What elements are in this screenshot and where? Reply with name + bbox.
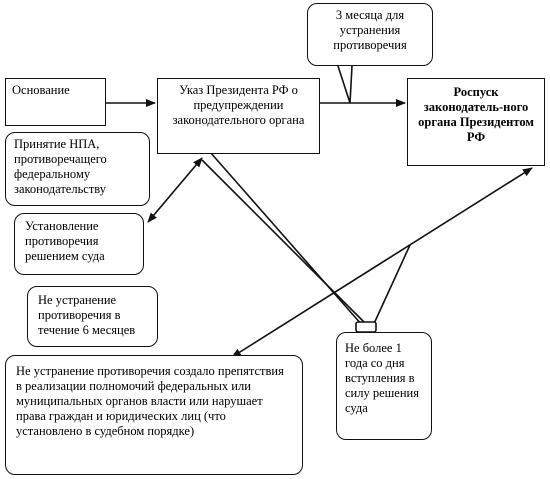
node-npa: Принятие НПА, противоречащего федерально… [5,132,150,206]
node-court: Установление противоречия решением суда [14,213,144,275]
line-decree-to-one-year-b [201,159,373,331]
line-decree-to-one-year-a [209,151,363,326]
node-one-year: Не более 1 года со дня вступления в силу… [336,332,432,440]
node-three-months-label: 3 месяца для устранения противоречия [333,8,407,52]
node-decree-label: Указ Президента РФ о предупреждении зако… [172,83,305,127]
node-six-months: Не устранение противоречия в течение 6 м… [27,286,158,347]
node-npa-label: Принятие НПА, противоречащего федерально… [14,137,107,196]
node-decree: Указ Президента РФ о предупреждении зако… [157,78,320,154]
node-obstacle: Не устранение противоречия создало препя… [5,355,303,475]
arrow-decree-court [147,157,203,223]
node-dissolution-label: Роспуск законодатель-ного органа Президе… [418,85,534,144]
node-basis: Основание [5,78,106,126]
callout-three-months-pointer [337,65,353,104]
node-basis-label: Основание [12,83,70,97]
node-three-months: 3 месяца для устранения противоречия [307,3,433,66]
node-obstacle-label: Не устранение противоречия создало препя… [16,364,284,438]
line-one-year-to-dissolution [371,244,411,329]
node-six-months-label: Не устранение противоречия в течение 6 м… [38,293,136,337]
node-one-year-label: Не более 1 года со дня вступления в силу… [345,341,419,415]
arrow-dissolution-to-obstacle [231,167,533,358]
node-dissolution: Роспуск законодатель-ного органа Президе… [407,78,545,166]
node-court-label: Установление противоречия решением суда [25,219,105,263]
callout-one-year-tab [355,321,377,333]
